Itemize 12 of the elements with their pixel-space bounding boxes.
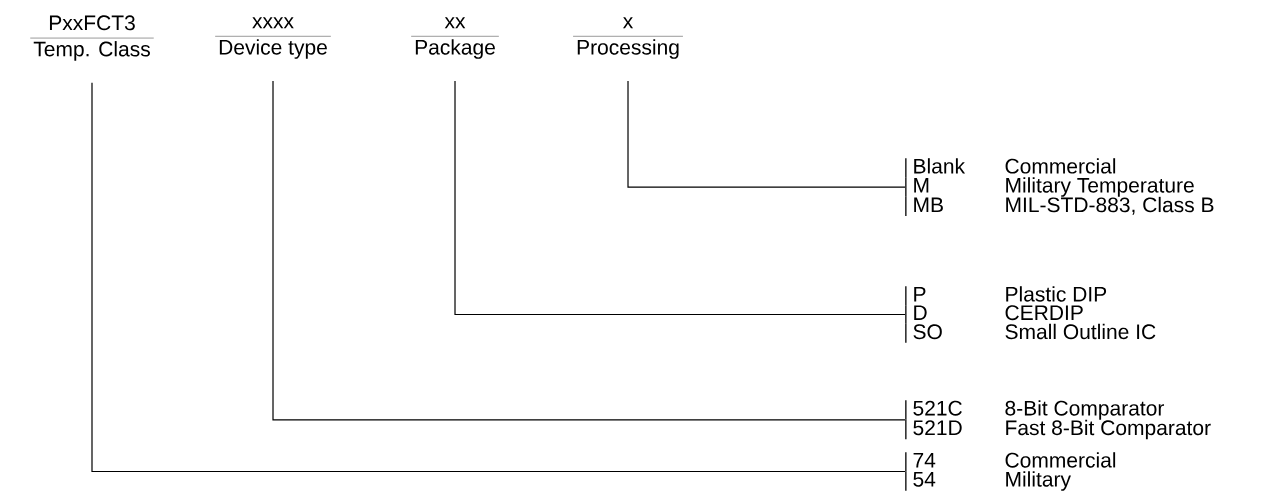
option-table: P Plastic DIP D CERDIP SO Small Outline IC	[905, 285, 1156, 344]
option-table: Blank Commercial M Military Temperature MB MIL-STD-883, Class B	[905, 157, 1214, 217]
option-table: 521C 8-Bit Comparator 521D Fast 8-Bit Comparator	[905, 399, 1211, 440]
connector-line	[627, 80, 906, 188]
field-heading: xx Package	[410, 17, 500, 59]
connector-line	[454, 80, 906, 316]
option-table: 74 Commercial 54 Military	[905, 451, 1116, 492]
connector-line	[272, 80, 906, 421]
connector-line	[91, 82, 906, 473]
field-heading: x Processing	[572, 17, 684, 59]
field-heading: PxxFCT3 Temp. Class	[30, 15, 154, 61]
field-heading: xxxx Device type	[214, 17, 332, 59]
